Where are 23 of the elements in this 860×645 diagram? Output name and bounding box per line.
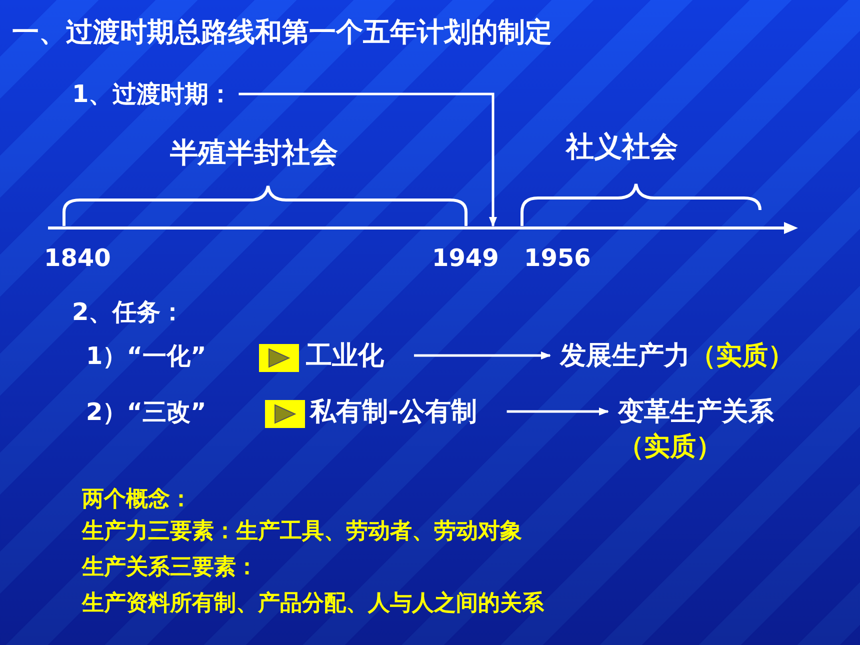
note-text: 生产资料所有制、产品分配、人与人之间的关系 [82, 590, 544, 618]
item-heading: 1）“一化” [86, 341, 206, 372]
note-text: 生产力三要素：生产工具、劳动者、劳动对象 [82, 518, 522, 546]
node-text: 变革生产关系 [618, 396, 774, 429]
item-heading: 2）“三改” [86, 397, 206, 428]
item-heading: 1、过渡时期： [72, 79, 233, 110]
note-text: （实质） [690, 340, 794, 373]
period-label: 社义社会 [566, 129, 678, 165]
arrow [414, 352, 551, 360]
note-text: 生产关系三要素： [82, 554, 258, 582]
year-label: 1949 [432, 244, 499, 272]
period-label: 半殖半封社会 [170, 135, 338, 171]
node-text: 发展生产力 [560, 340, 690, 373]
arrow [506, 408, 609, 416]
node-text: 工业化 [306, 340, 384, 373]
item-heading: 2、任务： [72, 297, 185, 328]
node-text: 私有制-公有制 [310, 396, 477, 429]
slide-title: 一、过渡时期总路线和第一个五年计划的制定 [12, 16, 552, 50]
year-label: 1840 [44, 244, 111, 272]
leader-arrow [238, 92, 497, 227]
year-label: 1956 [524, 244, 591, 272]
note-text: 两个概念： [82, 486, 192, 514]
note-text: （实质） [618, 431, 723, 464]
